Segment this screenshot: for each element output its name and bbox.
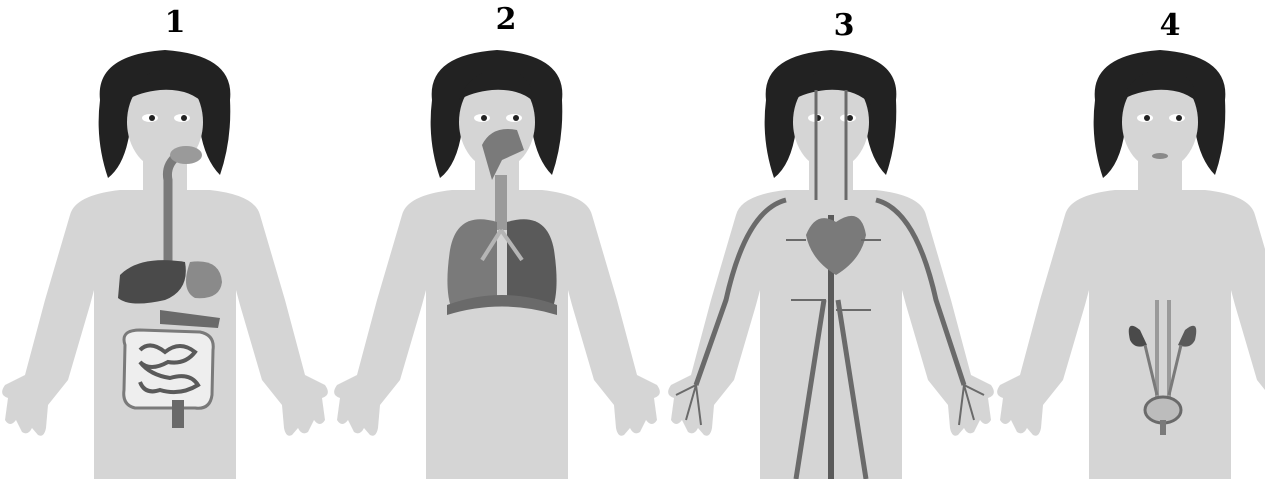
digestive-figure <box>0 0 330 479</box>
urinary-figure <box>935 0 1265 479</box>
lips <box>1152 153 1168 159</box>
panel-4-urinary: 4 <box>935 0 1265 479</box>
mouth-organ <box>170 146 202 164</box>
respiratory-figure <box>332 0 662 479</box>
panel-2-respiratory: 2 <box>332 0 662 479</box>
urethra <box>1160 420 1166 435</box>
large-intestine <box>124 330 214 408</box>
panel-1-digestive: 1 <box>0 0 330 479</box>
trachea <box>495 175 507 230</box>
bladder <box>1145 397 1181 423</box>
rectum <box>172 400 184 428</box>
